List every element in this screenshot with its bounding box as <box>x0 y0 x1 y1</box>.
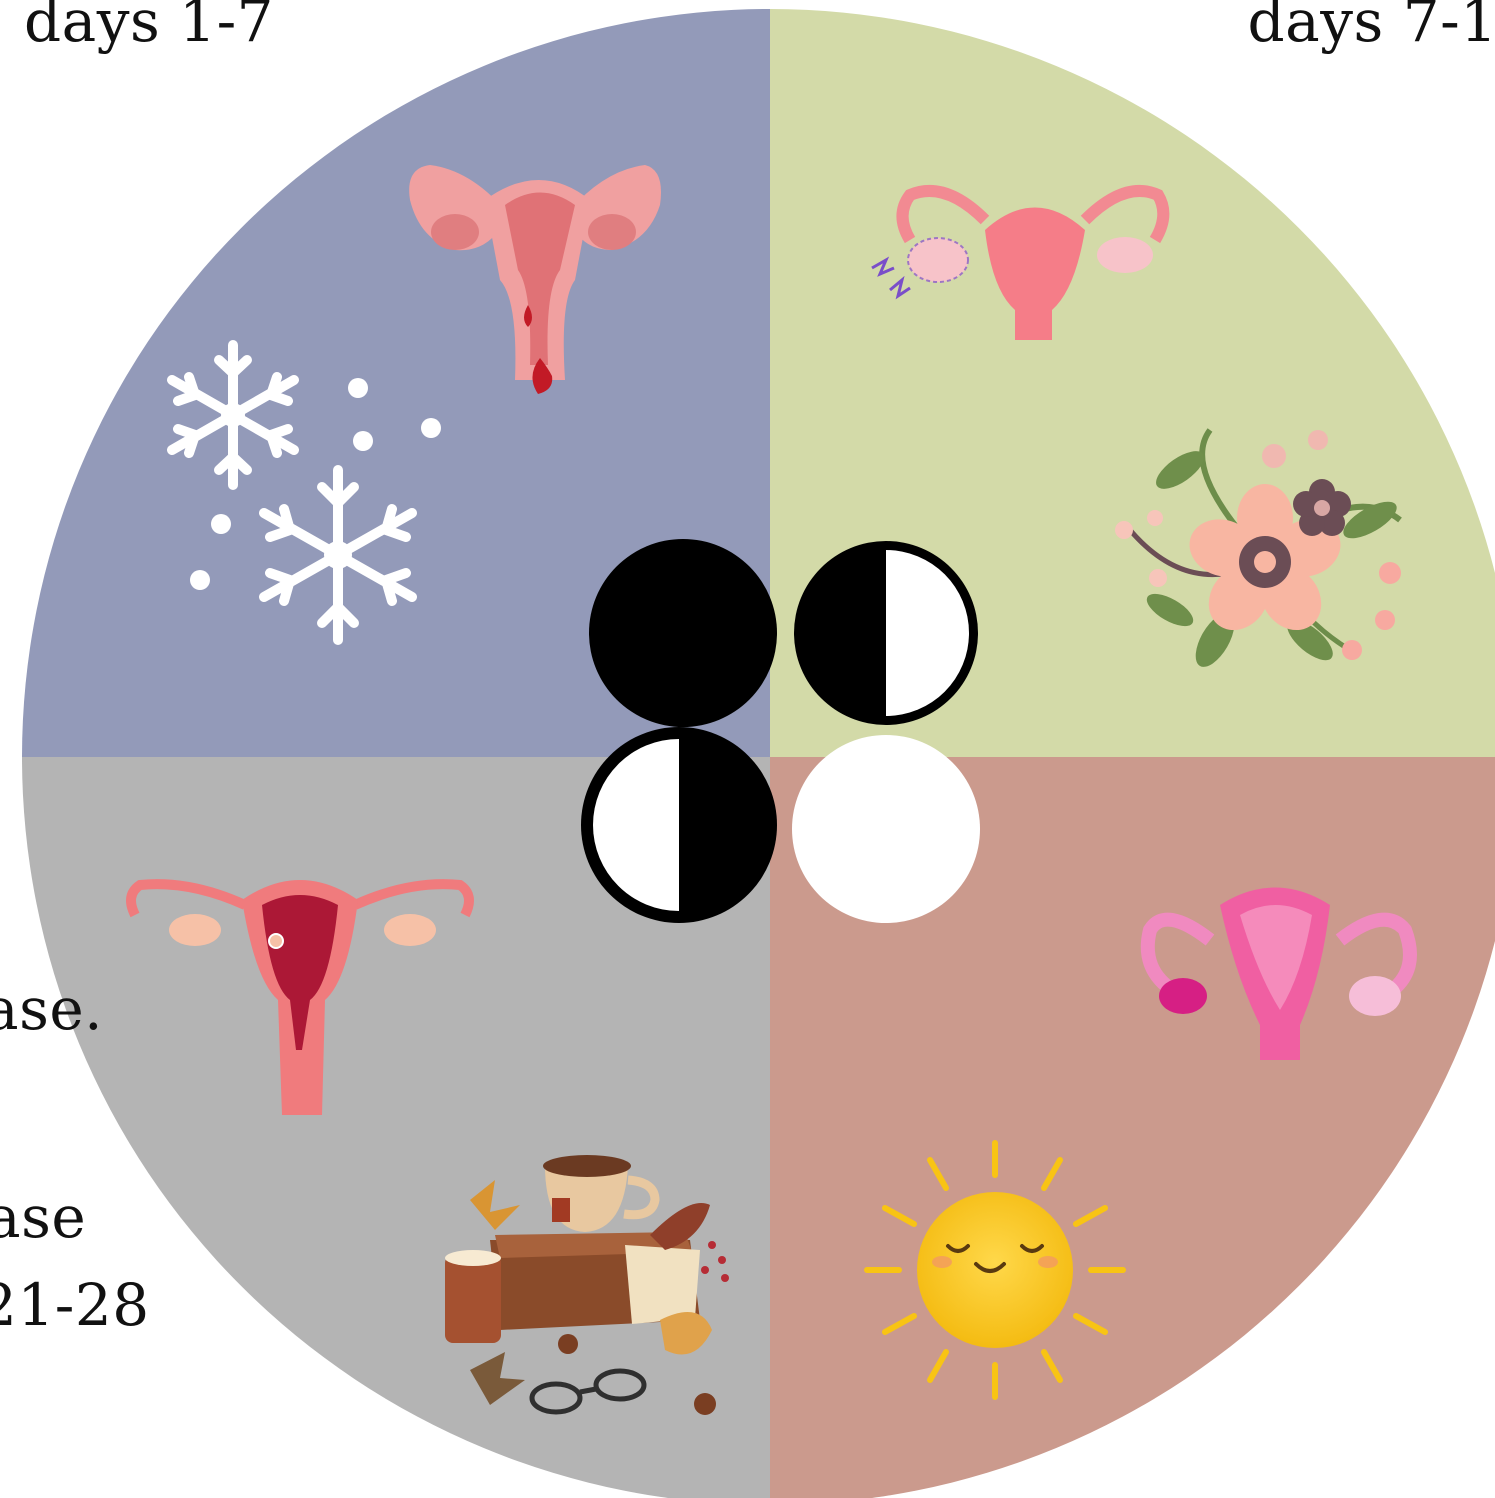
new-moon-icon <box>589 539 777 727</box>
follicular-days-label: days 7-14 <box>1248 0 1495 50</box>
ovulatory-phase-label: ase. <box>0 980 103 1038</box>
luteal-days-label: 21-28 <box>0 1276 150 1334</box>
last-quarter-moon-icon <box>581 727 777 923</box>
candle <box>445 1255 501 1343</box>
first-quarter-moon-icon <box>794 541 978 725</box>
luteal-phase-label: ase <box>0 1188 86 1246</box>
full-moon-icon <box>792 735 980 923</box>
menstrual-days-label: days 1-7 <box>24 0 274 50</box>
